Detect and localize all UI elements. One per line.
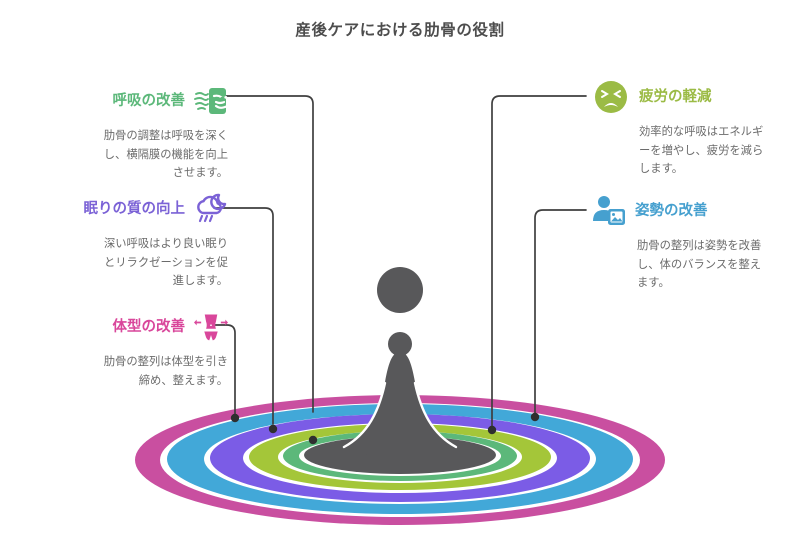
- connector-dot-posture: [530, 412, 540, 422]
- connector-sleep: [213, 207, 274, 425]
- item-sleep-heading: 眠りの質の向上: [83, 200, 186, 217]
- item-breathing-heading: 呼吸の改善: [112, 92, 186, 109]
- item-fatigue-body: 効率的な呼吸はエネルギーを増やし、疲労を減らします。: [639, 126, 764, 176]
- item-posture-body: 肋骨の整列は姿勢を改善し、体のバランスを整えます。: [637, 240, 762, 290]
- splash-cone: [343, 352, 457, 457]
- person-photo-icon: [593, 196, 625, 225]
- droplet-large: [377, 267, 423, 313]
- item-fatigue-heading: 疲労の軽減: [639, 88, 712, 105]
- item-body-shape-body: 肋骨の整列は体型を引き締め、整えます。: [103, 356, 228, 387]
- connector-fatigue: [491, 95, 587, 428]
- item-sleep[interactable]: 眠りの質の向上 深い呼吸はより良い眠りとリラクゼーションを促進します。: [28, 192, 228, 291]
- item-sleep-body: 深い呼吸はより良い眠りとリラクゼーションを促進します。: [103, 238, 228, 288]
- item-fatigue-header: 疲労の軽減: [594, 80, 794, 114]
- connector-dot-sleep: [268, 424, 278, 434]
- connector-dot-body: [230, 413, 240, 423]
- connector-dot-fatigue: [487, 425, 497, 435]
- item-sleep-header: 眠りの質の向上: [28, 192, 228, 226]
- item-breathing-body: 肋骨の調整は呼吸を深くし、横隔膜の機能を向上させます。: [103, 130, 228, 180]
- item-fatigue[interactable]: 疲労の軽減 効率的な呼吸はエネルギーを増やし、疲労を減らします。: [594, 80, 794, 179]
- tired-face-icon: [595, 81, 627, 113]
- breathing-face-icon: [194, 88, 228, 114]
- item-body-shape-heading: 体型の改善: [112, 318, 186, 335]
- connector-posture: [534, 209, 587, 415]
- connector-breathing: [213, 95, 314, 413]
- connector-body: [213, 324, 236, 416]
- connector-dot-breathing: [308, 435, 318, 445]
- item-breathing[interactable]: 呼吸の改善 肋骨の調整は呼吸を深くし、横隔膜の機能を向上させます。: [28, 84, 228, 183]
- item-breathing-header: 呼吸の改善: [28, 84, 228, 118]
- page-title: 産後ケアにおける肋骨の役割: [295, 22, 505, 39]
- item-posture[interactable]: 姿勢の改善 肋骨の整列は姿勢を改善し、体のバランスを整えます。: [592, 194, 792, 293]
- waist-slimming-icon: [194, 314, 228, 341]
- item-body-shape-header: 体型の改善: [28, 310, 228, 344]
- item-body-shape[interactable]: 体型の改善 肋骨の整列は体型を引き締め、整えます。: [28, 310, 228, 390]
- droplet-small: [388, 332, 412, 356]
- item-posture-heading: 姿勢の改善: [635, 202, 708, 219]
- splash-rim-highlight-right: [413, 381, 458, 449]
- night-cloud-moon-rain-icon: [197, 193, 227, 223]
- item-posture-header: 姿勢の改善: [592, 194, 792, 228]
- splash-rim-highlight: [342, 381, 387, 449]
